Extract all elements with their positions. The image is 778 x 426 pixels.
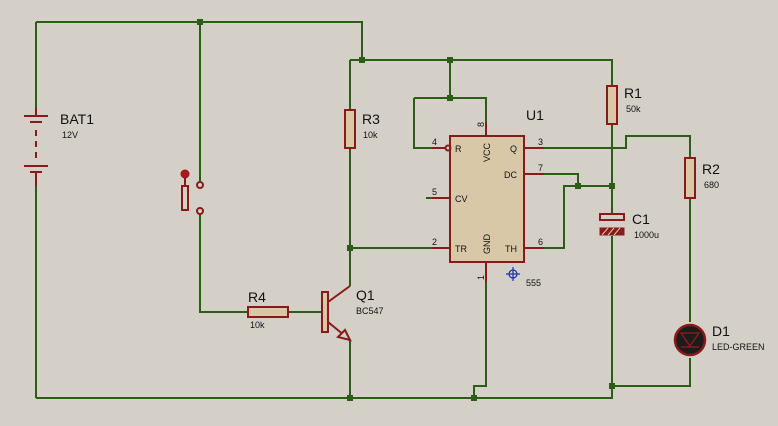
u1-pin-name-tr: TR bbox=[455, 244, 467, 254]
u1-pin-name-th: TH bbox=[505, 244, 517, 254]
r4-ref: R4 bbox=[248, 289, 266, 305]
wire-switch-feed bbox=[199, 22, 248, 313]
r2-value: 680 bbox=[704, 180, 719, 190]
u1-pin-num-1: 1 bbox=[476, 275, 486, 280]
r2-ref: R2 bbox=[702, 161, 720, 177]
u1-ref: U1 bbox=[526, 107, 544, 123]
resistor-r1[interactable]: R1 50k bbox=[606, 85, 642, 125]
wire-vcc-rail bbox=[350, 59, 613, 86]
wire-output bbox=[524, 135, 691, 158]
bat1-value: 12V bbox=[62, 130, 78, 140]
wire-dc bbox=[524, 173, 612, 187]
u1-body bbox=[449, 135, 525, 263]
c1-ref: C1 bbox=[632, 211, 650, 227]
r1-value: 50k bbox=[626, 104, 641, 114]
u1-pin-num-4: 4 bbox=[432, 137, 437, 147]
bat1-ref: BAT1 bbox=[60, 111, 94, 127]
switch-contact-top bbox=[196, 181, 204, 189]
junction-dot bbox=[471, 395, 477, 401]
junction-dot bbox=[447, 57, 453, 63]
timer-ic-u1[interactable]: U1 R CV TR Q DC TH VCC GND 4 5 2 3 7 6 8… bbox=[432, 107, 544, 288]
r3-value: 10k bbox=[363, 130, 378, 140]
u1-pin-name-r: R bbox=[455, 144, 462, 154]
r1-ref: R1 bbox=[624, 85, 642, 101]
u1-pin-name-gnd: GND bbox=[482, 234, 492, 255]
d1-ref: D1 bbox=[712, 323, 730, 339]
c1-value: 1000u bbox=[634, 230, 659, 240]
junction-dot bbox=[609, 383, 615, 389]
u1-value: 555 bbox=[526, 278, 541, 288]
r2-body bbox=[684, 157, 696, 199]
resistor-r3[interactable]: R3 10k bbox=[344, 109, 380, 149]
u1-pin-num-7: 7 bbox=[538, 163, 543, 173]
q1-ref: Q1 bbox=[356, 287, 375, 303]
switch-knob bbox=[180, 169, 190, 179]
r1-body bbox=[606, 85, 618, 125]
q1-value: BC547 bbox=[356, 306, 384, 316]
junction-dot bbox=[347, 395, 353, 401]
r3-body bbox=[344, 109, 356, 149]
q1-collector bbox=[327, 285, 351, 303]
wires bbox=[35, 21, 691, 399]
capacitor-c1[interactable]: C1 1000u bbox=[599, 211, 659, 240]
u1-pin-name-dc: DC bbox=[504, 170, 517, 180]
switch-contact-bottom bbox=[196, 207, 204, 215]
d1-value: LED-GREEN bbox=[712, 342, 765, 352]
junctions bbox=[197, 19, 615, 401]
u1-pin4-bubble bbox=[444, 144, 452, 152]
battery-bat1[interactable]: BAT1 12V bbox=[24, 108, 94, 186]
r4-value: 10k bbox=[250, 320, 265, 330]
u1-pin-num-2: 2 bbox=[432, 237, 437, 247]
u1-pin-name-cv: CV bbox=[455, 194, 468, 204]
c1-plate-bottom bbox=[599, 227, 625, 236]
wire-gnd bbox=[473, 262, 487, 398]
push-button-switch[interactable] bbox=[180, 169, 204, 215]
junction-dot bbox=[447, 95, 453, 101]
d1-triangle bbox=[679, 332, 701, 348]
origin-crosshair-icon bbox=[506, 267, 520, 281]
c1-plate-top bbox=[599, 213, 625, 221]
wire-reset-loop bbox=[413, 60, 487, 149]
wire-c1 bbox=[611, 236, 691, 387]
u1-pin-num-6: 6 bbox=[538, 237, 543, 247]
u1-pin-num-5: 5 bbox=[432, 187, 437, 197]
r4-body bbox=[247, 306, 289, 318]
d1-body bbox=[673, 323, 707, 357]
junction-dot bbox=[197, 19, 203, 25]
wire-top-rail bbox=[36, 21, 363, 60]
u1-pin-num-8: 8 bbox=[476, 122, 486, 127]
wire-th bbox=[524, 185, 578, 249]
q1-base-bar bbox=[321, 291, 329, 333]
wire-bottom-rail bbox=[36, 386, 613, 399]
junction-dot bbox=[359, 57, 365, 63]
led-d1[interactable]: D1 LED-GREEN bbox=[673, 323, 765, 357]
r3-ref: R3 bbox=[362, 111, 380, 127]
transistor-q1[interactable]: Q1 BC547 bbox=[321, 285, 384, 342]
q1-emitter-arrow bbox=[336, 328, 352, 342]
c1-plate-hatch bbox=[601, 227, 621, 236]
u1-pin-name-q: Q bbox=[510, 144, 517, 154]
resistor-r4[interactable]: R4 10k bbox=[247, 289, 289, 330]
junction-dot bbox=[609, 183, 615, 189]
u1-pin-name-vcc: VCC bbox=[482, 142, 492, 162]
switch-actuator bbox=[181, 185, 189, 211]
junction-dot bbox=[347, 245, 353, 251]
u1-pin-num-3: 3 bbox=[538, 137, 543, 147]
resistor-r2[interactable]: R2 680 bbox=[684, 157, 720, 199]
junction-dot bbox=[575, 183, 581, 189]
